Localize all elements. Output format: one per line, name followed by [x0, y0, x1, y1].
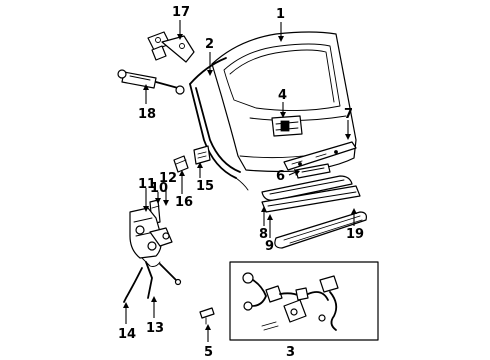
callout-13: 13 — [146, 321, 164, 336]
callout-15: 15 — [196, 179, 214, 194]
gas-strut — [117, 69, 185, 95]
callout-16: 16 — [175, 195, 193, 210]
striker — [193, 145, 211, 165]
callout-7: 7 — [344, 107, 353, 122]
callout-labels: 1 2 4 7 6 8 9 19 17 18 15 16 12 10 11 13… — [118, 5, 364, 360]
lower-applique — [261, 175, 353, 201]
bumper — [173, 155, 189, 173]
liftgate-hinge — [147, 31, 195, 63]
callout-3: 3 — [286, 345, 295, 360]
lower-strip — [274, 211, 367, 249]
latch-assembly — [129, 207, 173, 267]
callout-5: 5 — [204, 345, 213, 360]
clip — [199, 307, 215, 325]
liftgate-emblem — [295, 163, 331, 179]
callout-9: 9 — [265, 239, 274, 254]
leader-lines — [123, 20, 357, 342]
callout-10: 10 — [150, 181, 168, 196]
callout-17: 17 — [172, 5, 190, 20]
weatherstrip — [189, 57, 249, 191]
callout-11: 11 — [138, 177, 156, 192]
callout-2: 2 — [205, 37, 214, 52]
callout-8: 8 — [259, 227, 268, 242]
liftgate-panel — [211, 31, 357, 173]
callout-12: 12 — [159, 171, 177, 186]
callout-4: 4 — [278, 88, 287, 103]
callout-18: 18 — [138, 107, 156, 122]
callout-6: 6 — [276, 169, 285, 184]
lock-rods — [123, 261, 182, 303]
upper-trim-molding — [283, 141, 357, 171]
callout-1: 1 — [276, 7, 285, 22]
callout-14: 14 — [118, 327, 136, 342]
wiring-harness-inset — [229, 261, 379, 341]
callout-19: 19 — [346, 227, 364, 242]
